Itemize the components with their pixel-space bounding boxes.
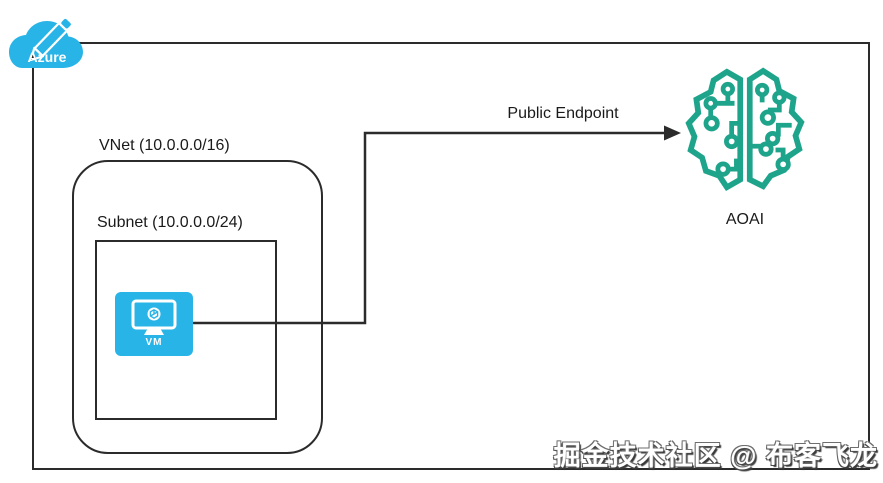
- vnet-label: VNet (10.0.0.0/16): [99, 137, 230, 154]
- pencil-icon: [29, 16, 74, 62]
- vm-label: VM: [145, 337, 163, 348]
- azure-boundary-rect: [32, 42, 870, 470]
- watermark-text: 掘金技术社区 @ 布客飞龙: [553, 441, 878, 471]
- subnet-label: Subnet (10.0.0.0/24): [97, 214, 243, 231]
- aoai-brain-icon: [685, 67, 805, 191]
- public-endpoint-label: Public Endpoint: [507, 105, 619, 122]
- vm-node: VM: [115, 292, 193, 356]
- aoai-label: AOAI: [725, 211, 765, 228]
- azure-cloud-icon: Azure: [9, 16, 83, 68]
- azure-label: Azure: [28, 49, 67, 65]
- vm-monitor-icon: [131, 299, 177, 335]
